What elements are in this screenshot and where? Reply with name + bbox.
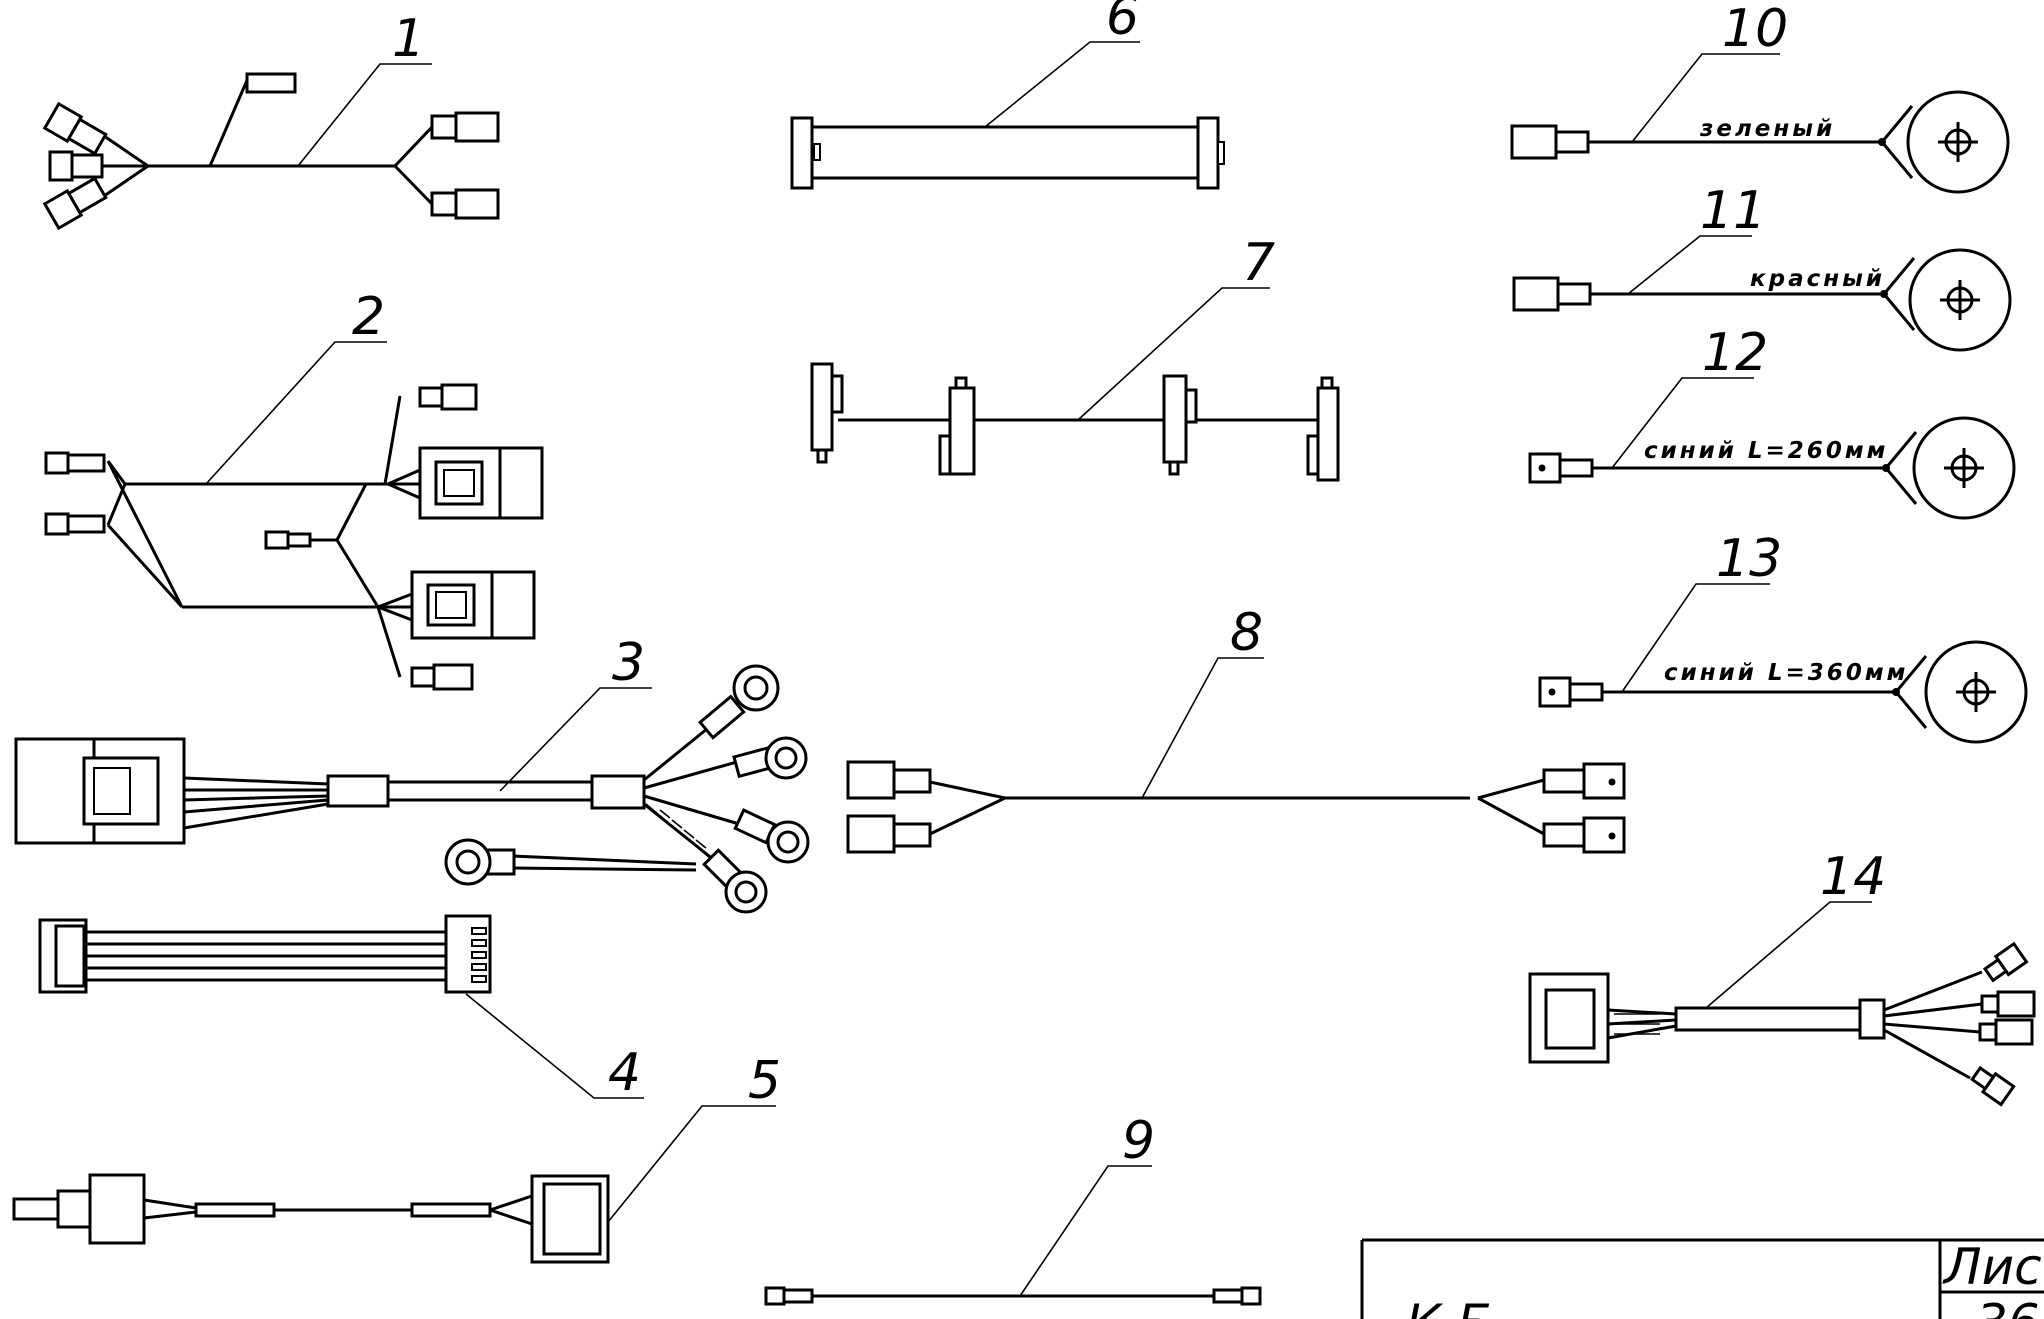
harness-4	[38, 914, 492, 994]
title-fragment: К Б	[1406, 1294, 1492, 1319]
callout-10: 10	[1631, 0, 1788, 143]
callout-number-1: 1	[392, 9, 425, 69]
title-block: Лист 36 К Б	[1360, 1238, 2044, 1319]
harness-2	[44, 383, 544, 691]
harness-12: синий L=260мм	[1528, 416, 2016, 520]
wire-color-label-12: синий L=260мм	[1644, 438, 1888, 464]
callout-number-13: 13	[1716, 529, 1782, 589]
callout-4: 4	[465, 993, 644, 1103]
callout-9: 9	[1019, 1111, 1155, 1297]
callout-number-14: 14	[1820, 847, 1886, 907]
harness-11: красный	[1512, 248, 2012, 352]
callout-number-5: 5	[748, 1051, 781, 1111]
harness-5	[12, 1173, 610, 1264]
callout-number-8: 8	[1230, 603, 1263, 663]
harness-14	[1528, 941, 2036, 1107]
callout-11: 11	[1627, 181, 1766, 295]
harness-8	[846, 760, 1626, 854]
callout-number-11: 11	[1700, 181, 1766, 241]
callout-7: 7	[1077, 233, 1275, 421]
wire-color-label-11: красный	[1750, 266, 1885, 292]
callout-number-9: 9	[1122, 1111, 1155, 1171]
callout-12: 12	[1611, 323, 1768, 469]
harness-10: зеленый	[1510, 90, 2010, 194]
harness-7	[810, 362, 1340, 482]
harness-13: синий L=360мм	[1538, 640, 2028, 744]
callout-1: 1	[297, 9, 432, 167]
callout-number-6: 6	[1106, 0, 1139, 47]
callout-number-7: 7	[1242, 233, 1275, 293]
callout-number-4: 4	[608, 1043, 641, 1103]
callout-2: 2	[205, 287, 387, 485]
callout-3: 3	[499, 633, 652, 792]
callout-13: 13	[1621, 529, 1782, 693]
harness-3	[14, 664, 810, 914]
wire-color-label-10: зеленый	[1699, 116, 1835, 142]
callout-number-2: 2	[352, 287, 385, 347]
wire-color-label-13: синий L=360мм	[1664, 660, 1908, 686]
sheet-label: Лист	[1942, 1238, 2044, 1296]
callout-14: 14	[1705, 847, 1886, 1009]
harness-6	[790, 116, 1225, 190]
harness-9	[764, 1286, 1262, 1306]
callout-number-10: 10	[1722, 0, 1788, 59]
callout-6: 6	[984, 0, 1140, 128]
callout-5: 5	[607, 1051, 781, 1223]
harness-1	[42, 72, 500, 231]
callout-number-12: 12	[1702, 323, 1768, 383]
callout-number-3: 3	[612, 633, 645, 693]
sheet-number: 36	[1976, 1294, 2040, 1319]
callout-8: 8	[1141, 603, 1264, 799]
